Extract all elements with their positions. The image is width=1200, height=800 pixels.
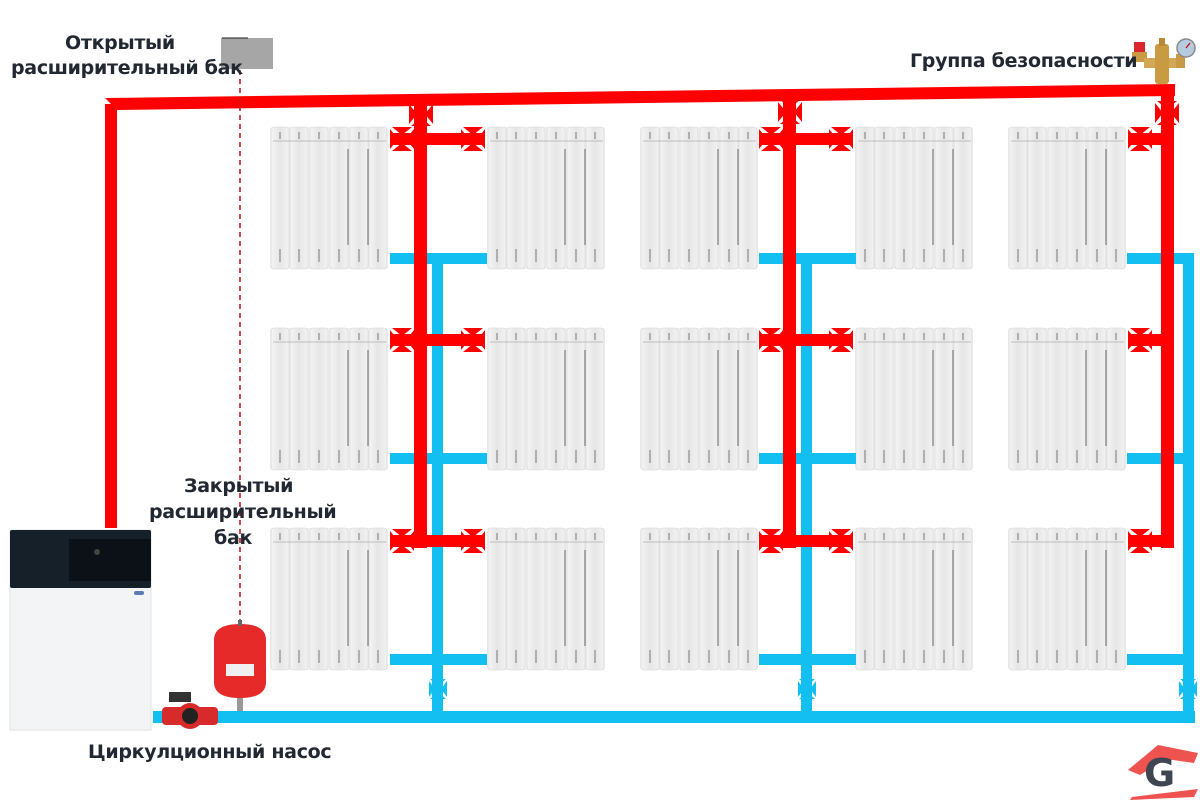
valve-icon xyxy=(829,328,853,352)
return-branch xyxy=(759,253,856,264)
valve-icon xyxy=(829,529,853,553)
radiator xyxy=(854,327,974,471)
open-expansion-tank xyxy=(221,37,273,628)
valve-icon xyxy=(778,100,802,124)
open-tank-label-line2: расширительный бак xyxy=(11,57,243,79)
boiler xyxy=(9,529,152,731)
return-branch xyxy=(1127,253,1194,264)
safety-group-icon xyxy=(1132,38,1196,84)
valve-icon xyxy=(1128,328,1152,352)
open-tank-label: Открытый xyxy=(65,32,175,54)
radiator xyxy=(854,126,974,270)
radiator xyxy=(269,126,389,270)
valve-icon xyxy=(1128,529,1152,553)
radiator xyxy=(1007,327,1127,471)
supply-riser xyxy=(414,98,427,548)
valve-icon xyxy=(461,328,485,352)
supply-riser xyxy=(1161,88,1174,548)
radiator xyxy=(854,527,974,671)
closed-expansion-tank xyxy=(214,620,266,711)
valve-icon xyxy=(759,328,783,352)
return-riser xyxy=(801,254,812,719)
return-valves xyxy=(429,679,1197,699)
return-branch xyxy=(390,654,487,665)
valve-icon xyxy=(1128,127,1152,151)
pump-label: Циркулционный насос xyxy=(88,741,332,763)
radiator xyxy=(639,327,759,471)
radiator xyxy=(269,527,389,671)
radiator xyxy=(639,527,759,671)
safety-group-label: Группа безопасности xyxy=(910,50,1138,72)
site-logo xyxy=(1128,745,1198,800)
return-pipes xyxy=(153,253,1195,723)
valve-icon xyxy=(759,127,783,151)
closed-tank-label-line3: бак xyxy=(214,527,253,549)
supply-main-pipe xyxy=(105,84,1175,110)
valve-icon xyxy=(829,127,853,151)
circulation-pump xyxy=(162,692,218,729)
valve-icon xyxy=(798,679,816,699)
valve-icon xyxy=(461,127,485,151)
radiator xyxy=(269,327,389,471)
return-branch xyxy=(759,453,856,464)
valve-icon xyxy=(759,529,783,553)
radiators xyxy=(269,126,1127,671)
closed-tank-label: Закрытый xyxy=(184,475,294,497)
boiler-supply-pipe xyxy=(105,104,117,528)
return-branch xyxy=(1127,654,1194,665)
valve-icon xyxy=(1155,101,1179,125)
return-main-pipe xyxy=(153,711,1195,723)
return-riser xyxy=(432,254,443,719)
closed-tank-label-line2: расширительный xyxy=(149,501,337,523)
radiator xyxy=(486,327,606,471)
radiator xyxy=(486,527,606,671)
return-riser xyxy=(1183,253,1194,723)
return-branch xyxy=(759,654,856,665)
radiator xyxy=(486,126,606,270)
valve-icon xyxy=(461,529,485,553)
valve-icon xyxy=(390,127,414,151)
radiator xyxy=(1007,527,1127,671)
return-branch xyxy=(390,453,487,464)
return-branch xyxy=(1127,453,1194,464)
valve-icon xyxy=(429,679,447,699)
valve-icon xyxy=(390,328,414,352)
supply-riser xyxy=(783,94,796,548)
return-branch xyxy=(390,253,487,264)
radiator xyxy=(639,126,759,270)
valve-icon xyxy=(390,529,414,553)
valve-icon xyxy=(1179,679,1197,699)
logo-letter: G xyxy=(1144,751,1175,795)
open-tank-icon xyxy=(221,38,273,69)
radiator xyxy=(1007,126,1127,270)
